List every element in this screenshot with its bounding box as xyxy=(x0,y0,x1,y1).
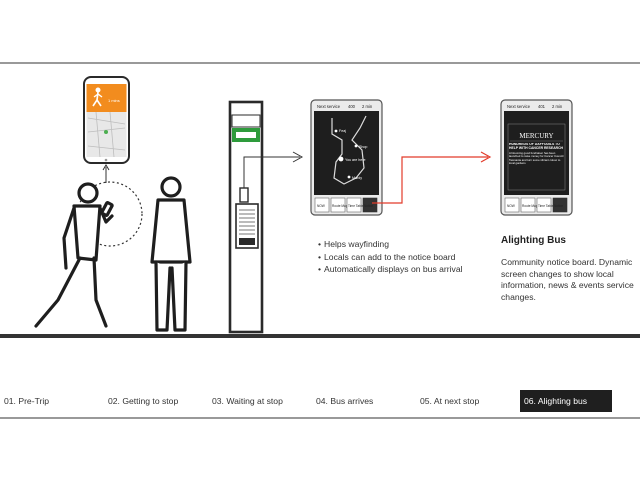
map-stop-2: You are here xyxy=(345,158,365,162)
phone-up-arrowhead xyxy=(102,164,110,171)
phone-home-button xyxy=(104,158,108,162)
news-body: A blooming good fundraiser has been laun… xyxy=(509,151,564,165)
standing-person-figure xyxy=(150,176,192,332)
stage-waiting-at-stop[interactable]: 03. Waiting at stop xyxy=(212,396,283,406)
alighting-description: Community notice board. Dynamic screen c… xyxy=(501,257,634,302)
feature-item: Helps wayfinding xyxy=(318,238,463,251)
walking-person-icon xyxy=(92,87,103,107)
stage-at-next-stop[interactable]: 05. At next stop xyxy=(420,396,480,406)
journey-stage-bar: 01. Pre-Trip 02. Getting to stop 03. Wai… xyxy=(0,390,640,414)
screen-b-btn-notice: Notice xyxy=(554,204,563,208)
walking-person-figure xyxy=(34,182,114,328)
alighting-title: Alighting Bus xyxy=(501,235,566,246)
screen-a-btn-route: Route Map xyxy=(332,204,348,208)
newspaper-title: MERCURY xyxy=(519,132,553,140)
stage-alighting-bus[interactable]: 06. Alighting bus xyxy=(520,390,612,412)
screen-a-btn-notice: Notice xyxy=(364,204,373,208)
screen-b-header-right: 2 min xyxy=(552,104,563,109)
red-connector-arrow xyxy=(372,156,488,204)
screen-b-btn-now: NOW xyxy=(507,204,515,208)
red-connector-arrowhead xyxy=(480,151,492,163)
notice-screen-news: Next service 401 2 min MERCURY HUNDREDS … xyxy=(500,99,573,216)
screen-a-header-mid: 400 xyxy=(348,104,356,109)
phone-distance-text: 1 mins xyxy=(108,98,120,103)
screen-b-header-left: Next service xyxy=(507,104,531,109)
feature-list: Helps wayfinding Locals can add to the n… xyxy=(318,238,463,276)
phone-map xyxy=(87,111,126,158)
bus-stop-pole xyxy=(228,100,264,334)
stage-bus-arrives[interactable]: 04. Bus arrives xyxy=(316,396,374,406)
stage-pre-trip[interactable]: 01. Pre-Trip xyxy=(4,396,50,406)
pole-to-screen-arrow xyxy=(243,156,300,188)
news-headline: HUNDREDS OF DAFFODILS TO HELP WITH CANCE… xyxy=(509,143,564,150)
screen-b-btn-timetable: Time Table xyxy=(538,204,554,208)
screen-a-header-right: 2 min xyxy=(362,104,373,109)
screen-a-buttons: NOW Route Map Time Table Notice xyxy=(314,197,378,213)
screen-a-btn-timetable: Time Table xyxy=(348,204,364,208)
stage-getting-to-stop[interactable]: 02. Getting to stop xyxy=(108,396,179,406)
screen-b-header-mid: 401 xyxy=(538,104,546,109)
screen-b-btn-route: Route Map xyxy=(522,204,538,208)
screen-a-btn-now: NOW xyxy=(317,204,325,208)
screen-b-buttons: NOW Route Map Time Table Notice xyxy=(504,197,568,213)
pole-to-screen-arrowhead xyxy=(292,151,304,163)
map-stop-0: Feaj xyxy=(339,129,346,133)
screen-a-header-left: Next service xyxy=(317,104,341,109)
feature-item: Locals can add to the notice board xyxy=(318,251,463,264)
newspaper-content: HUNDREDS OF DAFFODILS TO HELP WITH CANCE… xyxy=(509,143,564,165)
notice-screen-map: Next service 400 2 min Feaj Shop You are… xyxy=(310,99,383,216)
map-stop-1: Shop xyxy=(359,145,367,149)
route-line xyxy=(331,115,367,185)
map-stop-3: Mardy xyxy=(352,176,362,180)
feature-item: Automatically displays on bus arrival xyxy=(318,263,463,276)
smartphone-illustration: 1 mins xyxy=(83,76,130,164)
